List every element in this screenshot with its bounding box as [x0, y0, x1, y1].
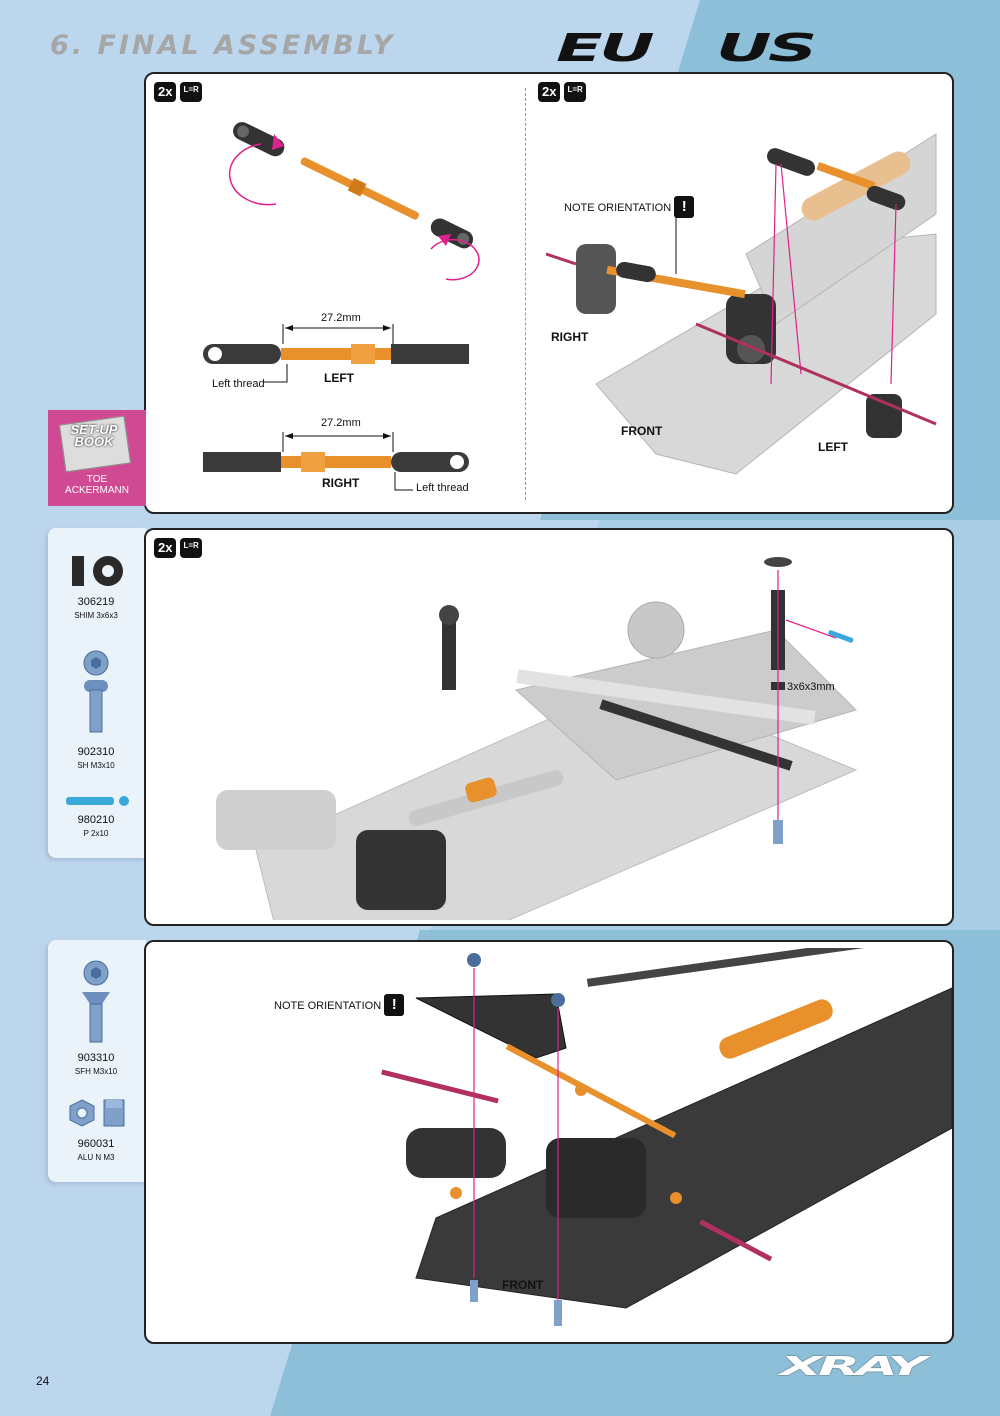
parts-list-step-3: 903310 SFH M3x10 960031 ALU N M3 [48, 940, 146, 1182]
right-side-label: RIGHT [322, 476, 360, 490]
qty-label-right: 2x [538, 82, 561, 102]
setup-book-title: SET-UP BOOK [62, 422, 126, 449]
part-desc: SFH M3x10 [74, 1067, 118, 1076]
setup-book-title-line-2: BOOK [74, 434, 114, 449]
quantity-badge: 2x L=R [154, 538, 202, 558]
front-chassis-label: FRONT [621, 424, 663, 438]
nut-icon [69, 1099, 125, 1127]
left-dimension-label: 27.2mm [321, 312, 361, 324]
us-logo: US [716, 26, 817, 70]
quantity-badge-right: 2x L=R [538, 82, 586, 102]
part-code: 903310 [77, 1052, 115, 1064]
qty-label: 2x [154, 82, 177, 102]
left-side-label: LEFT [324, 371, 354, 385]
screw-icon [83, 650, 109, 733]
turnbuckle-exploded-drawing [228, 122, 480, 281]
front-label: FRONT [502, 1278, 544, 1292]
part-desc: ALU N M3 [77, 1153, 115, 1162]
note-orientation-label: NOTE ORIENTATION ! [274, 994, 405, 1016]
chassis-rear-drawing [216, 557, 858, 920]
right-turnbuckle-drawing [203, 432, 469, 491]
warning-icon: ! [384, 994, 405, 1016]
section-title: 6. FINAL ASSEMBLY [50, 30, 396, 61]
left-equals-right-icon: L=R [180, 82, 202, 102]
note-orientation-label: NOTE ORIENTATION ! [564, 196, 695, 218]
note-orientation-text: NOTE ORIENTATION [564, 202, 672, 214]
part-desc: SHIM 3x6x3 [74, 611, 118, 620]
setup-book-title-line-1: SET-UP [70, 422, 118, 437]
part-code: 960031 [77, 1138, 115, 1150]
setup-book-caption: TOE ACKERMANN [48, 474, 146, 496]
left-turnbuckle-drawing [203, 324, 469, 383]
setup-book-caption-line-1: TOE [86, 474, 108, 485]
pin-icon [66, 796, 129, 806]
warning-icon: ! [674, 196, 695, 218]
left-thread-label-2: Left thread [416, 482, 469, 494]
part-code: 980210 [77, 814, 115, 826]
shim-size-label: 3x6x3mm [787, 681, 835, 693]
part-code: 902310 [77, 746, 115, 758]
shim-icon [72, 556, 123, 586]
setup-book-badge: SET-UP BOOK TOE ACKERMANN [48, 410, 146, 506]
right-dimension-label: 27.2mm [321, 417, 361, 429]
step-panel-toe-links: 2x L=R 27.2mm Left thread LEFT [144, 72, 954, 514]
left-equals-right-icon: L=R [180, 538, 202, 558]
left-equals-right-icon-right: L=R [564, 82, 586, 102]
step-panel-front-brace: NOTE ORIENTATION ! FRONT [144, 940, 954, 1344]
parts-list-step-2: 306219 SHIM 3x6x3 902310 SH M3x10 980210… [48, 528, 146, 858]
left-thread-label-1: Left thread [212, 378, 265, 390]
front-chassis-drawing [545, 133, 937, 475]
eu-logo: EU [556, 26, 655, 70]
flat-screw-icon [82, 960, 110, 1043]
quantity-badge: 2x L=R [154, 82, 202, 102]
panel-divider [525, 88, 526, 500]
setup-book-caption-line-2: ACKERMANN [65, 485, 129, 496]
qty-label: 2x [154, 538, 177, 558]
xray-logo: XRAY [780, 1352, 927, 1382]
part-code: 306219 [77, 596, 115, 608]
note-orientation-text: NOTE ORIENTATION [274, 1000, 382, 1012]
right-side-chassis-label: RIGHT [551, 330, 589, 344]
part-desc: SH M3x10 [77, 761, 115, 770]
left-side-chassis-label: LEFT [818, 440, 848, 454]
part-desc: P 2x10 [83, 829, 109, 838]
front-brace-drawing [381, 948, 952, 1326]
step-panel-upper-deck-posts: 2x L=R 3x6x3mm [144, 528, 954, 926]
page-number: 24 [36, 1374, 50, 1388]
